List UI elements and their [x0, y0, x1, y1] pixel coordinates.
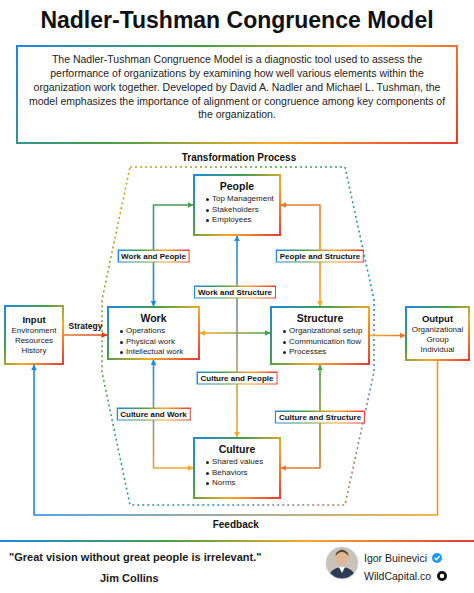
separator-line	[0, 540, 474, 542]
relation-label: Work and People	[117, 249, 190, 262]
relation-label: Culture and Structure	[275, 410, 365, 423]
bullet-item: Organizational setup	[282, 326, 364, 337]
connector	[200, 332, 270, 334]
quote-text: "Great vision without great people is ir…	[9, 551, 262, 563]
bullet-item: Processes	[282, 347, 364, 358]
box-heading: Output	[422, 313, 453, 324]
output-box: OutputOrganizational Group Individual	[405, 306, 470, 361]
box-heading: Structure	[276, 312, 364, 324]
bullet-item: Top Management	[205, 194, 275, 205]
author-name: Igor Buinevici	[364, 552, 427, 564]
avatar-background	[326, 547, 358, 579]
relation-label: Culture and People	[197, 371, 278, 384]
description-box: The Nadler-Tushman Congruence Model is a…	[16, 45, 458, 144]
relation-label: People and Structure	[276, 249, 364, 262]
description-text: The Nadler-Tushman Congruence Model is a…	[28, 53, 446, 122]
connector	[370, 335, 405, 337]
input-box: InputEnvironment Resources History	[4, 305, 64, 365]
author-site: WildCapital.co	[364, 570, 431, 582]
verified-check	[435, 556, 440, 560]
box-heading: Culture	[199, 443, 275, 455]
component-box: StructureOrganizational setupCommunicati…	[270, 306, 370, 365]
author-avatar	[326, 547, 358, 580]
component-box: WorkOperationsPhysical workIntellectual …	[107, 306, 200, 360]
region-heading: Transformation Process	[98, 152, 380, 163]
connector	[34, 361, 438, 515]
site-icon	[437, 571, 447, 581]
avatar-ring	[326, 547, 358, 579]
bullet-item: Intellectual work	[119, 347, 194, 358]
verified-badge	[432, 553, 442, 563]
relation-label: Culture and Work	[116, 408, 191, 421]
avatar-suit	[328, 567, 356, 580]
dotted-outline	[102, 167, 374, 505]
connector	[281, 365, 320, 468]
box-body: Organizational Group Individual	[410, 325, 465, 355]
box-heading: Work	[113, 312, 194, 324]
bullet-item: Norms	[205, 478, 275, 489]
bullet-item: Operations	[119, 326, 194, 337]
connector	[154, 205, 194, 306]
avatar-hair	[336, 550, 349, 557]
bullet-item: Communication flow	[282, 337, 364, 348]
flow-label: Strategy	[68, 321, 102, 331]
component-box: CultureShared valuesBehaviorsNorms	[193, 437, 281, 499]
diagram-title: Nadler-Tushman Congruence Model	[0, 7, 474, 34]
bullet-item: Physical work	[119, 337, 194, 348]
connector	[281, 205, 320, 306]
connector	[154, 360, 194, 468]
process-region: Transformation ProcessPeopleTop Manageme…	[98, 150, 380, 508]
quote-author: Jim Collins	[100, 572, 159, 584]
connector	[64, 334, 107, 336]
box-heading: Input	[22, 314, 45, 325]
bullet-item: Shared values	[205, 457, 275, 468]
bullet-item: Employees	[205, 215, 275, 226]
bullet-item: Stakeholders	[205, 205, 275, 216]
bullet-item: Behaviors	[205, 468, 275, 479]
site-icon-dot	[440, 574, 444, 578]
relation-label: Work and Structure	[194, 286, 276, 299]
box-heading: People	[199, 180, 275, 192]
flow-label: Feedback	[213, 519, 259, 530]
avatar-shirt	[339, 567, 345, 573]
connector	[236, 236, 238, 437]
box-body: Environment Resources History	[8, 326, 60, 356]
component-box: PeopleTop ManagementStakeholdersEmployee…	[193, 174, 281, 236]
